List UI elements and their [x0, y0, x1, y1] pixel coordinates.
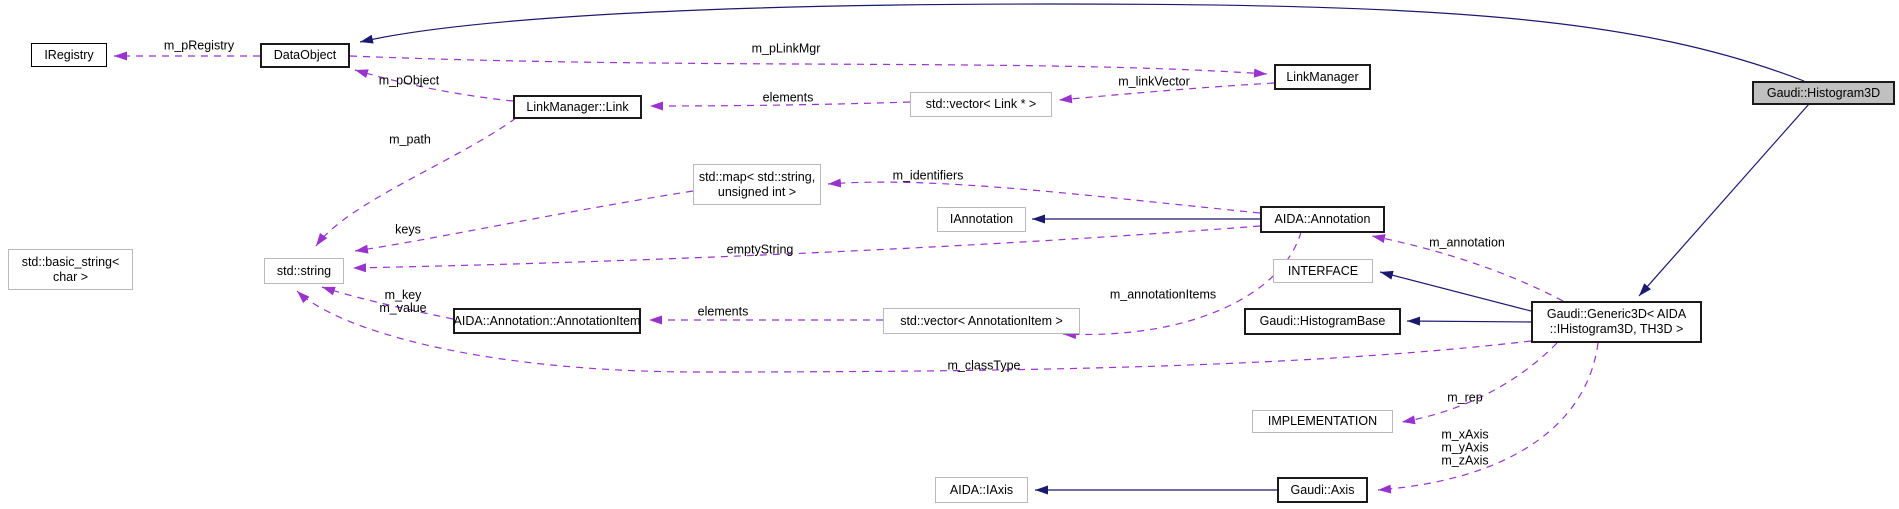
- edge-usage-keys: [354, 190, 694, 254]
- node-label: std::vector< Link * >: [925, 97, 1037, 111]
- node-vector-link[interactable]: std::vector< Link * >: [910, 92, 1052, 117]
- node-vector-annotationitem[interactable]: std::vector< AnnotationItem >: [883, 308, 1080, 334]
- node-label: Gaudi::HistogramBase: [1259, 314, 1386, 328]
- node-interface[interactable]: INTERFACE: [1273, 259, 1373, 283]
- edge-usage-m-linkvector: [1058, 82, 1275, 104]
- edge-inherit-histogram3d-generic3d: [1638, 103, 1810, 297]
- edge-inherit-generic3d-interface: [1379, 270, 1532, 312]
- node-std-string[interactable]: std::string: [264, 258, 344, 284]
- node-basic-string[interactable]: std::basic_string< char >: [8, 249, 133, 290]
- node-label: IRegistry: [44, 47, 94, 62]
- edge-usage-m-path: [315, 117, 517, 247]
- node-linkmanager[interactable]: LinkManager: [1274, 64, 1371, 90]
- node-histogrambase[interactable]: Gaudi::HistogramBase: [1244, 308, 1401, 335]
- node-label: Gaudi::Histogram3D: [1766, 85, 1881, 100]
- node-map-string-uint[interactable]: std::map< std::string, unsigned int >: [693, 164, 821, 205]
- node-annotationitem[interactable]: AIDA::Annotation::AnnotationItem: [453, 308, 641, 334]
- node-label: std::string: [276, 263, 332, 278]
- edge-usage-m-classtype: [296, 290, 1532, 373]
- node-aida-iaxis[interactable]: AIDA::IAxis: [935, 477, 1028, 503]
- node-label: Gaudi::Generic3D< AIDA ::IHistogram3D, T…: [1546, 307, 1687, 336]
- node-label: DataObject: [273, 48, 337, 62]
- edge-usage-m-rep: [1401, 342, 1558, 425]
- edge-usage-m-axes: [1377, 342, 1599, 494]
- node-generic3d[interactable]: Gaudi::Generic3D< AIDA ::IHistogram3D, T…: [1531, 301, 1702, 343]
- node-label: std::vector< AnnotationItem >: [900, 313, 1063, 328]
- node-histogram3d[interactable]: Gaudi::Histogram3D: [1752, 81, 1895, 105]
- edge-usage-m-plinkmgr: [349, 55, 1268, 78]
- node-label: Gaudi::Axis: [1290, 482, 1355, 497]
- node-label: AIDA::Annotation: [1274, 212, 1371, 226]
- node-label: AIDA::IAxis: [949, 482, 1014, 497]
- node-implementation[interactable]: IMPLEMENTATION: [1252, 410, 1393, 433]
- node-label: LinkManager::Link: [526, 99, 629, 114]
- edge-usage-m-annotation: [1371, 234, 1564, 302]
- edge-inherit-generic3d-histogrambase: [1406, 316, 1532, 326]
- edge-usage-m-key-m-value: [321, 286, 454, 320]
- node-gaudi-axis[interactable]: Gaudi::Axis: [1277, 477, 1368, 503]
- edge-usage-m-identifiers: [827, 178, 1261, 214]
- edge-usage-m-annotationitems: [1062, 231, 1302, 340]
- node-label: INTERFACE: [1287, 263, 1359, 278]
- node-label: std::basic_string< char >: [21, 254, 120, 284]
- node-iregistry[interactable]: IRegistry: [31, 43, 107, 67]
- node-label: AIDA::Annotation::AnnotationItem: [453, 313, 641, 328]
- node-iannotation[interactable]: IAnnotation: [937, 207, 1026, 232]
- node-label: IAnnotation: [949, 212, 1014, 226]
- edge-usage-m-pobject: [354, 69, 514, 102]
- node-aida-annotation[interactable]: AIDA::Annotation: [1260, 206, 1385, 233]
- edge-usage-elements-top: [649, 101, 911, 111]
- node-label: std::map< std::string, unsigned int >: [698, 169, 816, 199]
- node-dataobject[interactable]: DataObject: [260, 43, 350, 68]
- edge-usage-emptystring: [352, 225, 1261, 273]
- node-label: LinkManager: [1286, 69, 1359, 84]
- node-linkmanager-link[interactable]: LinkManager::Link: [513, 95, 642, 119]
- node-label: IMPLEMENTATION: [1267, 414, 1378, 428]
- edge-inherit-histogram3d-dataobject: [359, 3, 1805, 82]
